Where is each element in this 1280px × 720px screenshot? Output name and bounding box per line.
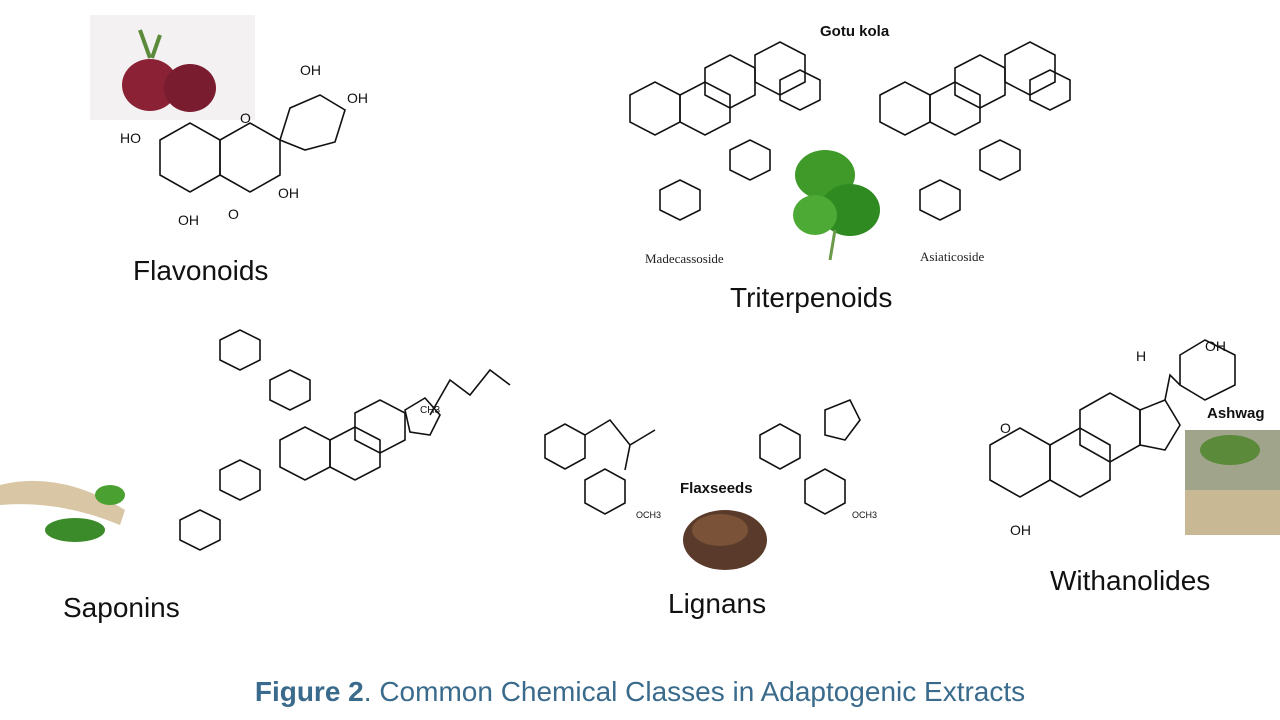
atom-label: OH	[300, 62, 321, 78]
madecassoside-label: Madecassoside	[645, 251, 724, 266]
figure-caption: Figure 2. Common Chemical Classes in Ada…	[0, 676, 1280, 708]
madecassoside-skeleton	[629, 41, 821, 221]
asiaticoside-skeleton	[879, 41, 1071, 221]
atom-label: HO	[120, 130, 141, 146]
atom-label: OH	[1205, 338, 1226, 354]
lignans-label: Lignans	[668, 588, 767, 619]
gotu-kola-image	[793, 150, 880, 261]
flavonoid-ring-b	[279, 94, 346, 151]
flavonoid-ring-a	[159, 122, 221, 193]
flavonoids-label: Flavonoids	[133, 255, 269, 286]
flavonoid-ring-c	[219, 122, 281, 193]
atom-label: OH	[278, 185, 299, 201]
caption-number: Figure 2	[254, 676, 364, 707]
atom-label: OH	[347, 90, 368, 106]
lignan-right	[759, 398, 861, 515]
atom-label: OH	[1010, 522, 1031, 538]
atom-label: OCH3	[636, 510, 662, 520]
triterpenoids-label: Triterpenoids	[730, 282, 893, 313]
ginseng-image	[0, 480, 125, 542]
atom-label: O	[228, 206, 239, 222]
atom-label: CH3	[420, 405, 441, 416]
withanolides-label: Withanolides	[1050, 565, 1211, 596]
atom-label: OCH3	[852, 510, 878, 520]
atom-label: H	[1136, 348, 1147, 364]
saponin-skeleton	[179, 329, 511, 551]
onion-image	[90, 15, 255, 120]
withanolide-skeleton	[989, 339, 1236, 498]
flaxseeds-label: Flaxseeds	[680, 480, 753, 497]
saponins-label: Saponins	[63, 592, 180, 623]
gotu-kola-label: Gotu kola	[820, 23, 890, 40]
lignan-left	[544, 418, 656, 515]
asiaticoside-label: Asiaticoside	[920, 249, 985, 264]
flaxseeds-image	[683, 510, 767, 570]
ashwagandha-image	[1185, 430, 1280, 535]
caption-text: . Common Chemical Classes in Adaptogenic…	[363, 676, 1026, 707]
ashwagandha-label: Ashwag	[1207, 405, 1265, 422]
atom-label: OH	[178, 212, 199, 228]
atom-label: O	[240, 110, 251, 126]
atom-label: O	[1000, 420, 1011, 436]
